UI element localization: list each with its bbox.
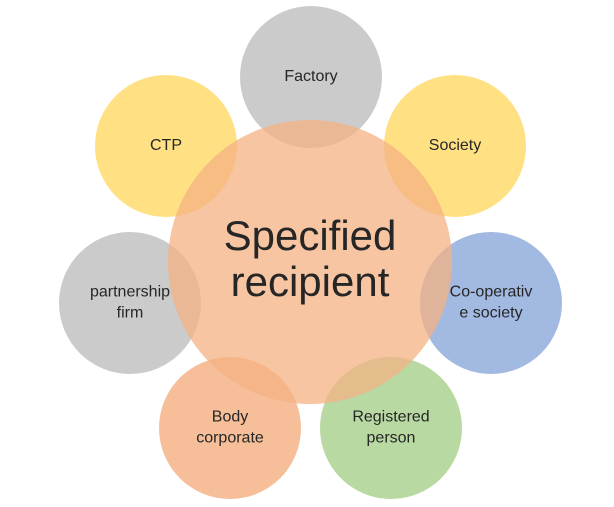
co-operative-society-circle xyxy=(420,232,562,374)
factory-label-line-1: Factory xyxy=(284,68,337,85)
society-label-line-1: Society xyxy=(429,137,481,154)
body-corporate-label: Body corporate xyxy=(196,409,264,447)
partnership-firm-label-line-1: partnership xyxy=(90,284,170,301)
factory-label: Factory xyxy=(284,68,337,85)
factory-circle xyxy=(240,6,382,148)
specified-recipient-label-line-2: recipient xyxy=(231,258,390,305)
registered-person-label-line-2: person xyxy=(367,430,416,447)
specified-recipient-circle xyxy=(168,120,452,404)
ctp-label: CTP xyxy=(150,137,182,154)
specified-recipient-label-line-1: Specified xyxy=(224,212,397,259)
circles-layer xyxy=(59,6,562,499)
co-operative-society-label-line-2: e society xyxy=(459,305,522,322)
society-label: Society xyxy=(429,137,481,154)
co-operative-society-label-line-1: Co-operativ xyxy=(450,284,533,301)
partnership-firm-circle xyxy=(59,232,201,374)
body-corporate-label-line-2: corporate xyxy=(196,430,264,447)
partnership-firm-label-line-2: firm xyxy=(117,305,144,322)
registered-person-label-line-1: Registered xyxy=(352,409,429,426)
partnership-firm-label: partnership firm xyxy=(90,284,170,322)
ctp-label-line-1: CTP xyxy=(150,137,182,154)
registered-person-label: Registered person xyxy=(352,409,429,447)
co-operative-society-label: Co-operativ e society xyxy=(450,284,533,322)
body-corporate-label-line-1: Body xyxy=(212,409,248,426)
